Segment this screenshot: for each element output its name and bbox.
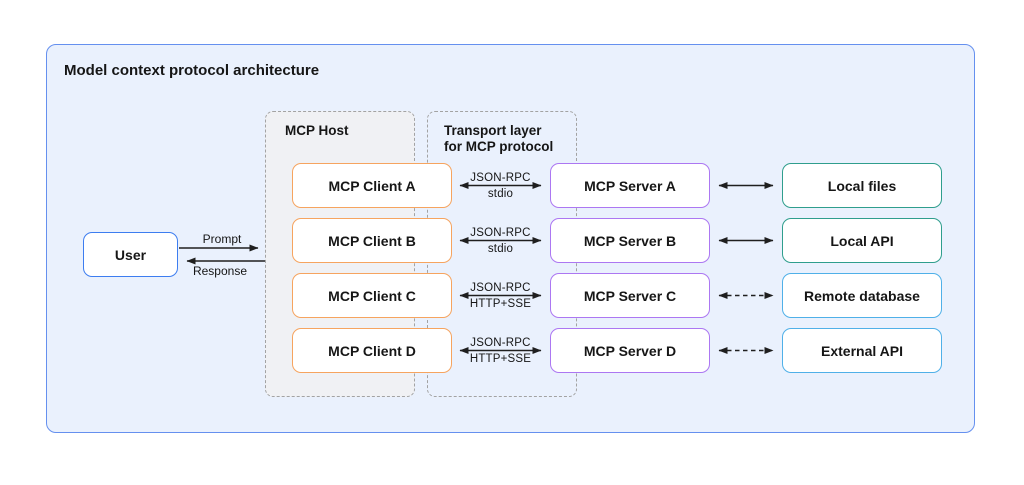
transport-layer-label-line2: for MCP protocol — [444, 139, 554, 154]
protocol-label-d: JSON-RPC — [470, 337, 531, 349]
prompt-label: Prompt — [202, 232, 242, 246]
protocol-label-c: JSON-RPC — [470, 282, 531, 294]
mcp-client-d-box: MCP Client D — [292, 328, 452, 373]
external-api-box: External API — [782, 328, 942, 373]
mcp-host-label: MCP Host — [285, 123, 349, 138]
mcp-server-c-box: MCP Server C — [550, 273, 710, 318]
remote-database-box: Remote database — [782, 273, 942, 318]
protocol-label-b: JSON-RPC — [470, 227, 531, 239]
mcp-server-b-box: MCP Server B — [550, 218, 710, 263]
channel-label-a: stdio — [487, 188, 514, 200]
user-box: User — [83, 232, 178, 277]
local-files-box: Local files — [782, 163, 942, 208]
transport-layer-container: Transport layer for MCP protocol — [427, 111, 577, 397]
mcp-client-b-box: MCP Client B — [292, 218, 452, 263]
mcp-server-a-box: MCP Server A — [550, 163, 710, 208]
mcp-client-a-box: MCP Client A — [292, 163, 452, 208]
mcp-server-d-box: MCP Server D — [550, 328, 710, 373]
transport-layer-label: Transport layer for MCP protocol — [444, 123, 553, 155]
response-label: Response — [192, 264, 248, 278]
transport-layer-label-line1: Transport layer — [444, 123, 542, 138]
protocol-label-a: JSON-RPC — [470, 172, 531, 184]
channel-label-b: stdio — [487, 243, 514, 255]
mcp-client-c-box: MCP Client C — [292, 273, 452, 318]
channel-label-c: HTTP+SSE — [469, 298, 532, 310]
diagram-title: Model context protocol architecture — [64, 62, 320, 79]
channel-label-d: HTTP+SSE — [469, 353, 532, 365]
local-api-box: Local API — [782, 218, 942, 263]
